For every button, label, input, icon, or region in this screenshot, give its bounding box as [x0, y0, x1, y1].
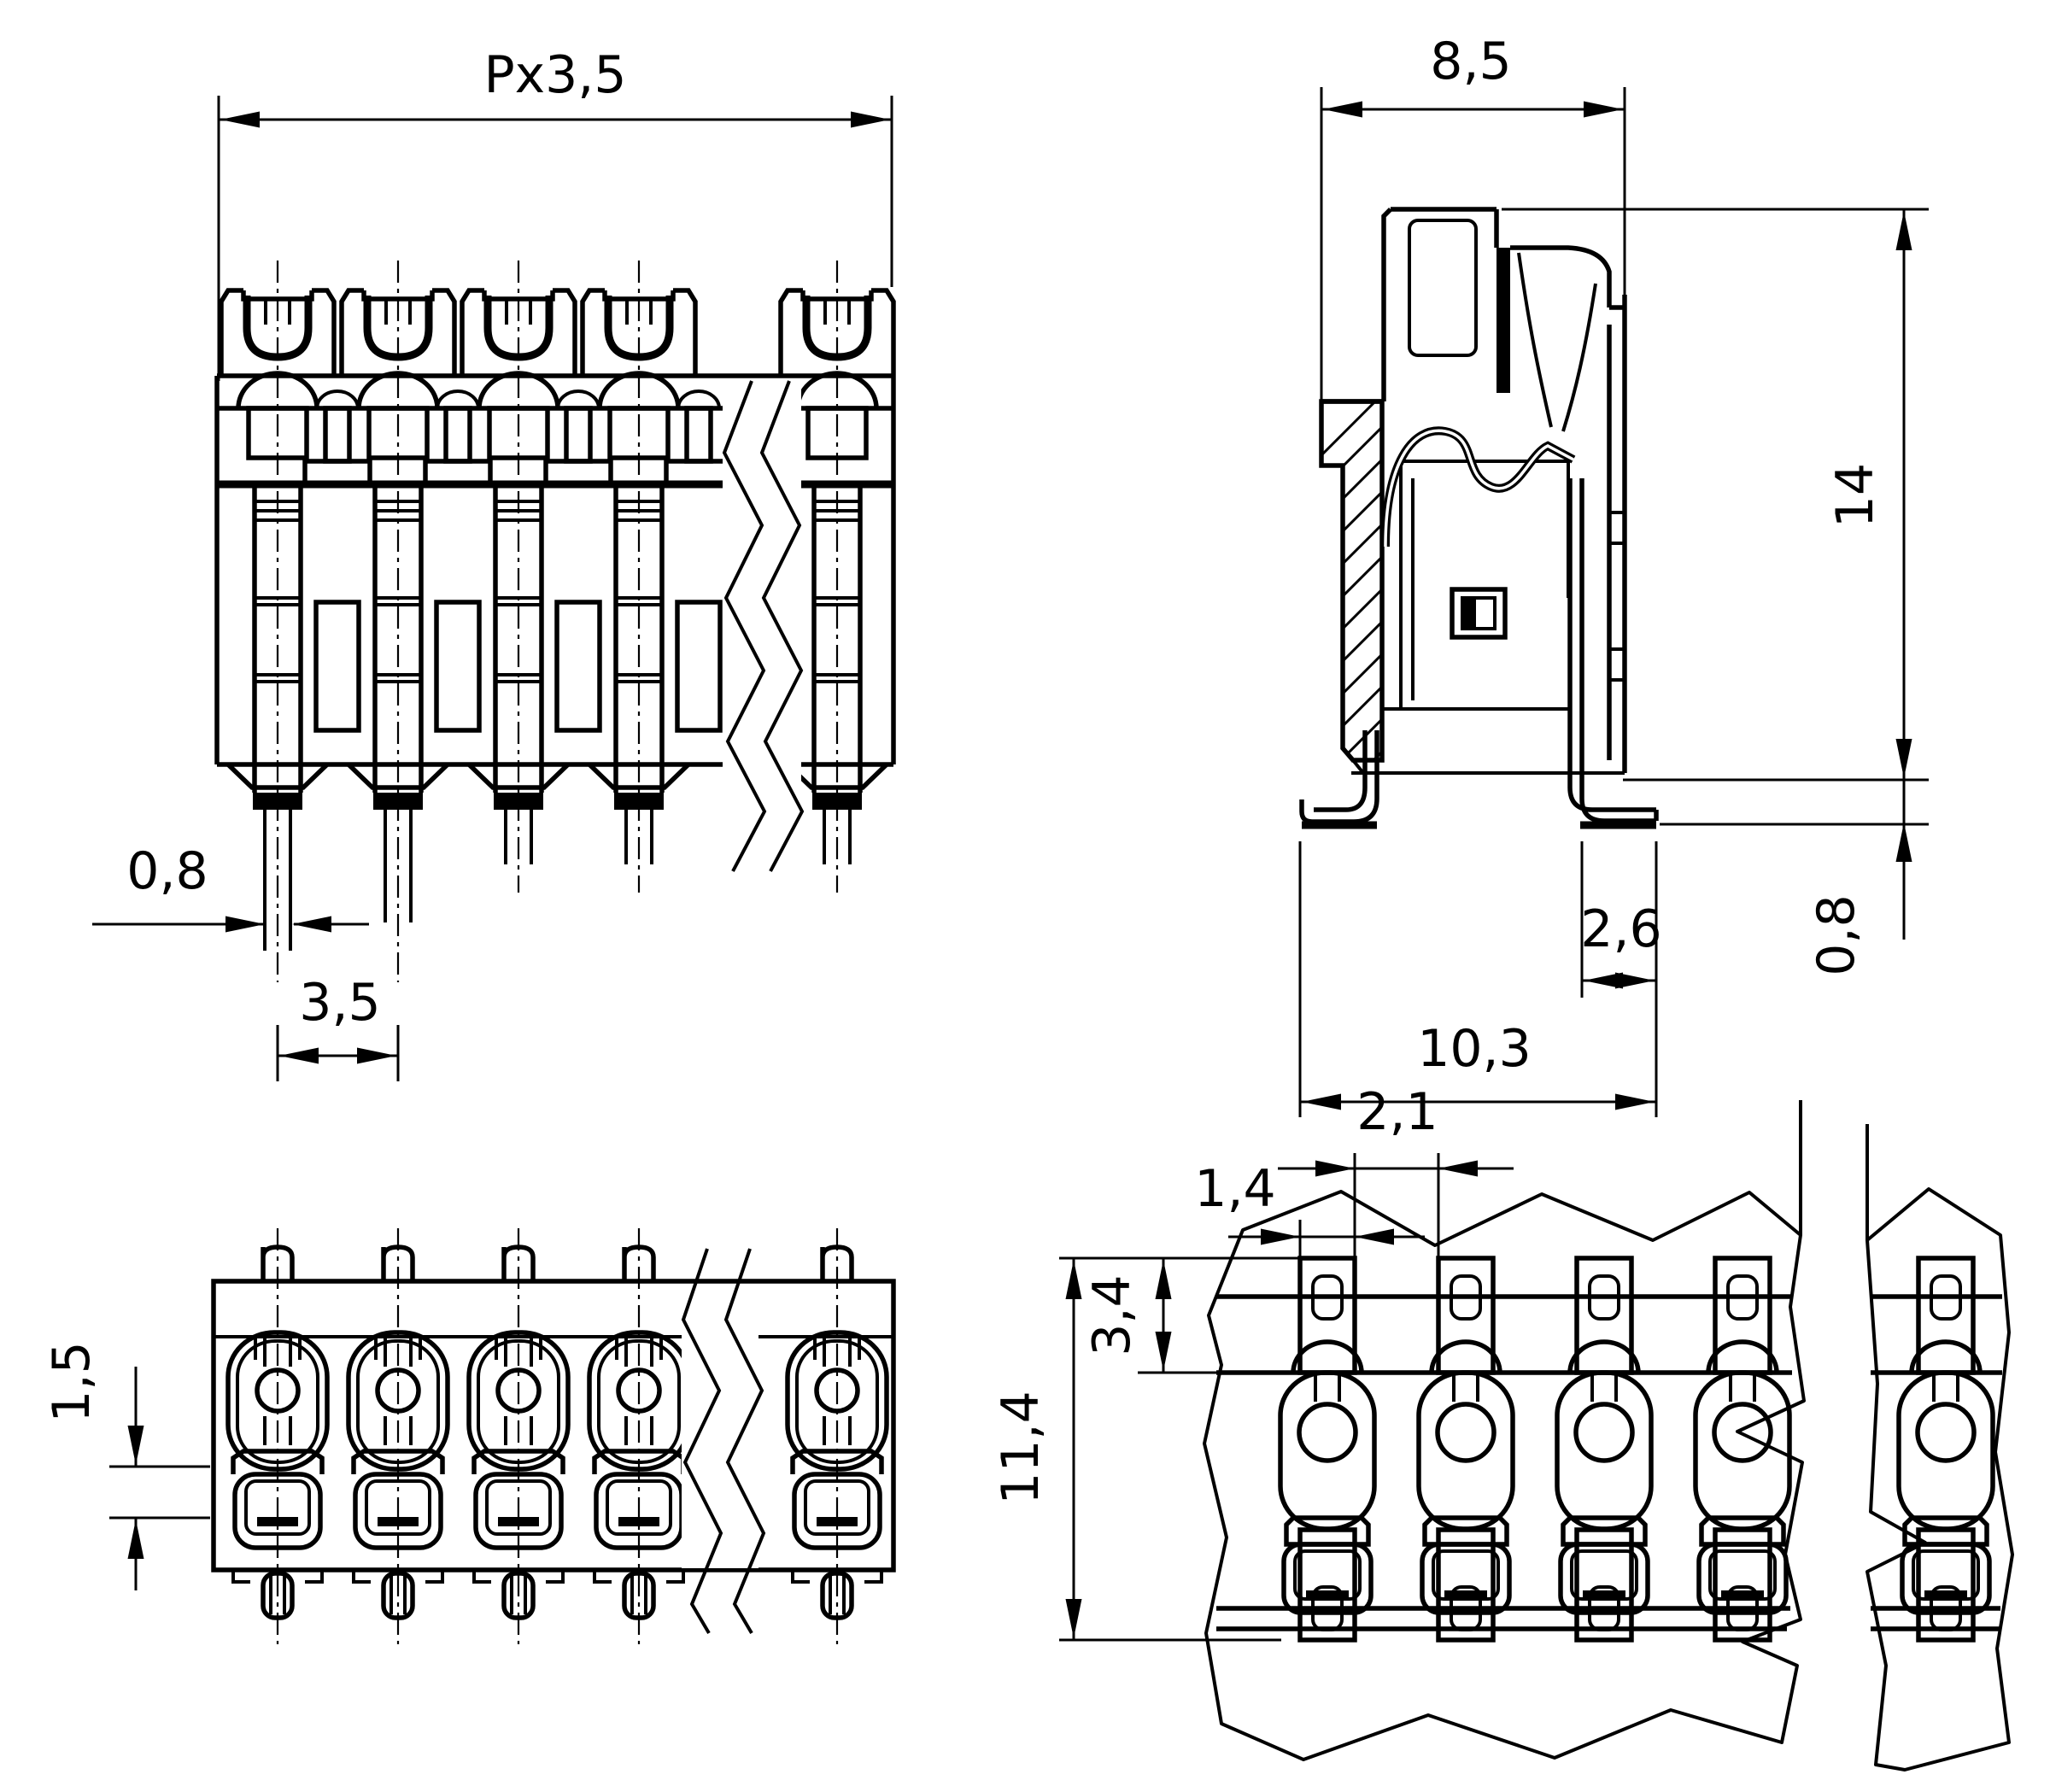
dimension-arrow [1355, 1228, 1394, 1245]
dim-overall-height: 11,4 [991, 1258, 1281, 1642]
dim-pad-gap: 2,1 [1278, 1082, 1514, 1258]
dimension-arrow [220, 111, 260, 128]
dim-total-width: Px3,5 [217, 45, 893, 381]
dimension-arrow [1315, 1160, 1355, 1177]
dim-label-pitch: 3,5 [299, 973, 380, 1033]
dimension-arrow [1302, 1093, 1341, 1110]
dimension-arrow [127, 1426, 144, 1465]
front-break-lines [722, 380, 805, 872]
dim-label-standoff: 0,8 [1807, 894, 1866, 975]
front-view: Px3,5 [92, 45, 893, 1081]
dim-label-housing-depth: 8,5 [1430, 32, 1511, 91]
dimension-arrow [226, 916, 265, 933]
dim-label-pad-gap: 2,1 [1356, 1082, 1438, 1142]
dimension-arrow [1895, 823, 1912, 862]
dim-label-total-width: Px3,5 [483, 45, 626, 105]
dimension-arrow [1065, 1260, 1082, 1299]
smd-feet [1299, 478, 1659, 829]
dimension-arrow [292, 916, 331, 933]
pcb-footprint-view: 2,1 1,4 3,4 11,4 [991, 1082, 2014, 1772]
dim-standoff: 0,8 [1660, 780, 1929, 976]
dim-label-height: 14 [1825, 463, 1885, 528]
dim-pad-height: 3,4 [1059, 1256, 1302, 1374]
side-housing [1299, 207, 1659, 829]
body-edge-lines [1216, 1294, 2002, 1631]
dim-label-overall-depth: 10,3 [1417, 1019, 1532, 1079]
dim-pin-width: 0,8 [92, 841, 369, 933]
side-section-view: 8,5 [1298, 32, 1929, 1117]
dimension-arrow [1584, 101, 1623, 118]
torn-board-outline [1203, 1100, 2014, 1772]
bottom-body [211, 1247, 896, 1618]
dim-foot-length: 2,6 [1580, 841, 1662, 1117]
centerlines [276, 1228, 839, 1644]
dimension-arrow [1261, 1228, 1300, 1245]
dimension-arrow [1895, 739, 1912, 778]
dim-label-pad-width: 1,4 [1194, 1159, 1275, 1219]
bottom-view: 1,5 [42, 1228, 896, 1644]
dim-label-pad-height: 3,4 [1082, 1274, 1142, 1356]
dim-pitch: 3,5 [276, 973, 400, 1081]
dim-label-pin-width: 0,8 [126, 841, 208, 901]
dimension-arrow [1895, 211, 1912, 250]
solder-pins [263, 810, 852, 951]
dim-clamp-depth: 1,5 [42, 1341, 210, 1590]
dimension-arrow [357, 1047, 396, 1064]
dimension-arrow [1438, 1160, 1478, 1177]
dimension-arrow [1065, 1599, 1082, 1638]
bottom-break-lines [681, 1248, 766, 1635]
dimension-arrow [1323, 101, 1362, 118]
dim-label-overall-height: 11,4 [991, 1391, 1051, 1505]
section-hatching [1321, 401, 1382, 760]
dimension-arrow [127, 1520, 144, 1559]
dim-height: 14 [1502, 208, 1929, 782]
dimension-arrow [1615, 972, 1655, 989]
dimension-arrow [1155, 1260, 1172, 1299]
dimension-arrow [851, 111, 890, 128]
dimension-arrow [1615, 1093, 1655, 1110]
dim-overall-depth: 10,3 [1298, 841, 1656, 1117]
clamp-spring [1381, 426, 1576, 548]
dimension-arrow [279, 1047, 319, 1064]
centerlines [276, 261, 839, 982]
dim-housing-depth: 8,5 [1320, 32, 1626, 553]
dimension-arrow [1155, 1332, 1172, 1371]
dim-label-clamp-depth: 1,5 [42, 1341, 102, 1422]
dim-pad-width: 1,4 [1194, 1159, 1425, 1258]
dim-label-foot-length: 2,6 [1580, 899, 1661, 959]
